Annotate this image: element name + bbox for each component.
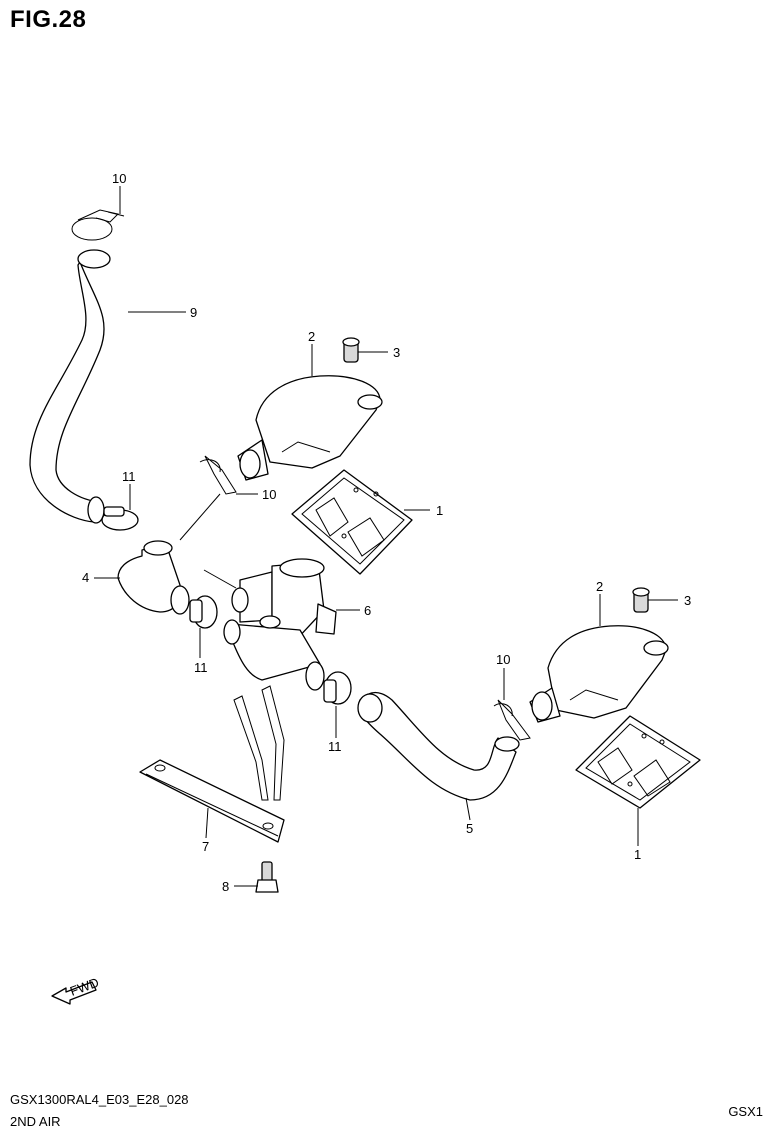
bracket-part-7[interactable] [139,685,285,843]
bolt-part-8[interactable] [255,861,279,893]
diagram-code: GSX1300RAL4_E03_E28_028 [10,1092,189,1107]
callout-3-lower: 3 [684,593,691,608]
hose-part-5[interactable] [357,691,520,801]
hose-clamp-part-11-middle[interactable] [189,595,218,629]
elbow-pipe-part-4[interactable] [117,540,190,615]
front-direction-arrow: FWD [51,975,101,1005]
callout-10-top: 10 [112,171,126,186]
hose-clamp-part-11-lower[interactable] [323,671,352,705]
front-arrow-label: FWD [68,975,101,999]
callout-1-upper: 1 [436,503,443,518]
reed-valve-cover-part-2-upper[interactable] [237,375,383,481]
callout-3-upper: 3 [393,345,400,360]
callout-5: 5 [466,821,473,836]
clip-part-10-middle[interactable] [199,455,237,495]
callout-9: 9 [190,305,197,320]
callout-1-lower: 1 [634,847,641,862]
callout-2-lower: 2 [596,579,603,594]
callout-10-middle: 10 [262,487,276,502]
bolt-part-3-upper[interactable] [342,337,360,363]
reed-valve-part-1-lower[interactable] [575,715,701,809]
callout-4: 4 [82,570,89,585]
figure-title: FIG.28 [10,6,87,33]
leader-lines [94,186,678,887]
callout-7: 7 [202,839,209,854]
clip-part-10-lower[interactable] [493,699,531,741]
model-label: GSX1 [728,1104,763,1119]
callout-11-middle: 11 [194,660,208,675]
reed-valve-cover-part-2-lower[interactable] [529,625,669,723]
callout-8: 8 [222,879,229,894]
callout-11-upper: 11 [122,469,136,484]
bolt-part-3-lower[interactable] [632,587,650,613]
callout-10-lower: 10 [496,652,510,667]
clip-part-10-top[interactable] [71,209,125,241]
pair-valve-part-6[interactable] [223,558,337,691]
diagram-name: 2ND AIR [10,1114,61,1129]
callout-numbers: 10 9 2 3 10 1 11 4 11 6 2 3 10 11 5 1 7 … [82,171,691,894]
hose-clamp-part-11-upper[interactable] [101,506,139,531]
hose-part-9[interactable] [29,249,111,524]
reed-valve-part-1-upper[interactable] [291,469,413,575]
callout-6: 6 [364,603,371,618]
callout-11-lower: 11 [328,739,342,754]
callout-2-upper: 2 [308,329,315,344]
